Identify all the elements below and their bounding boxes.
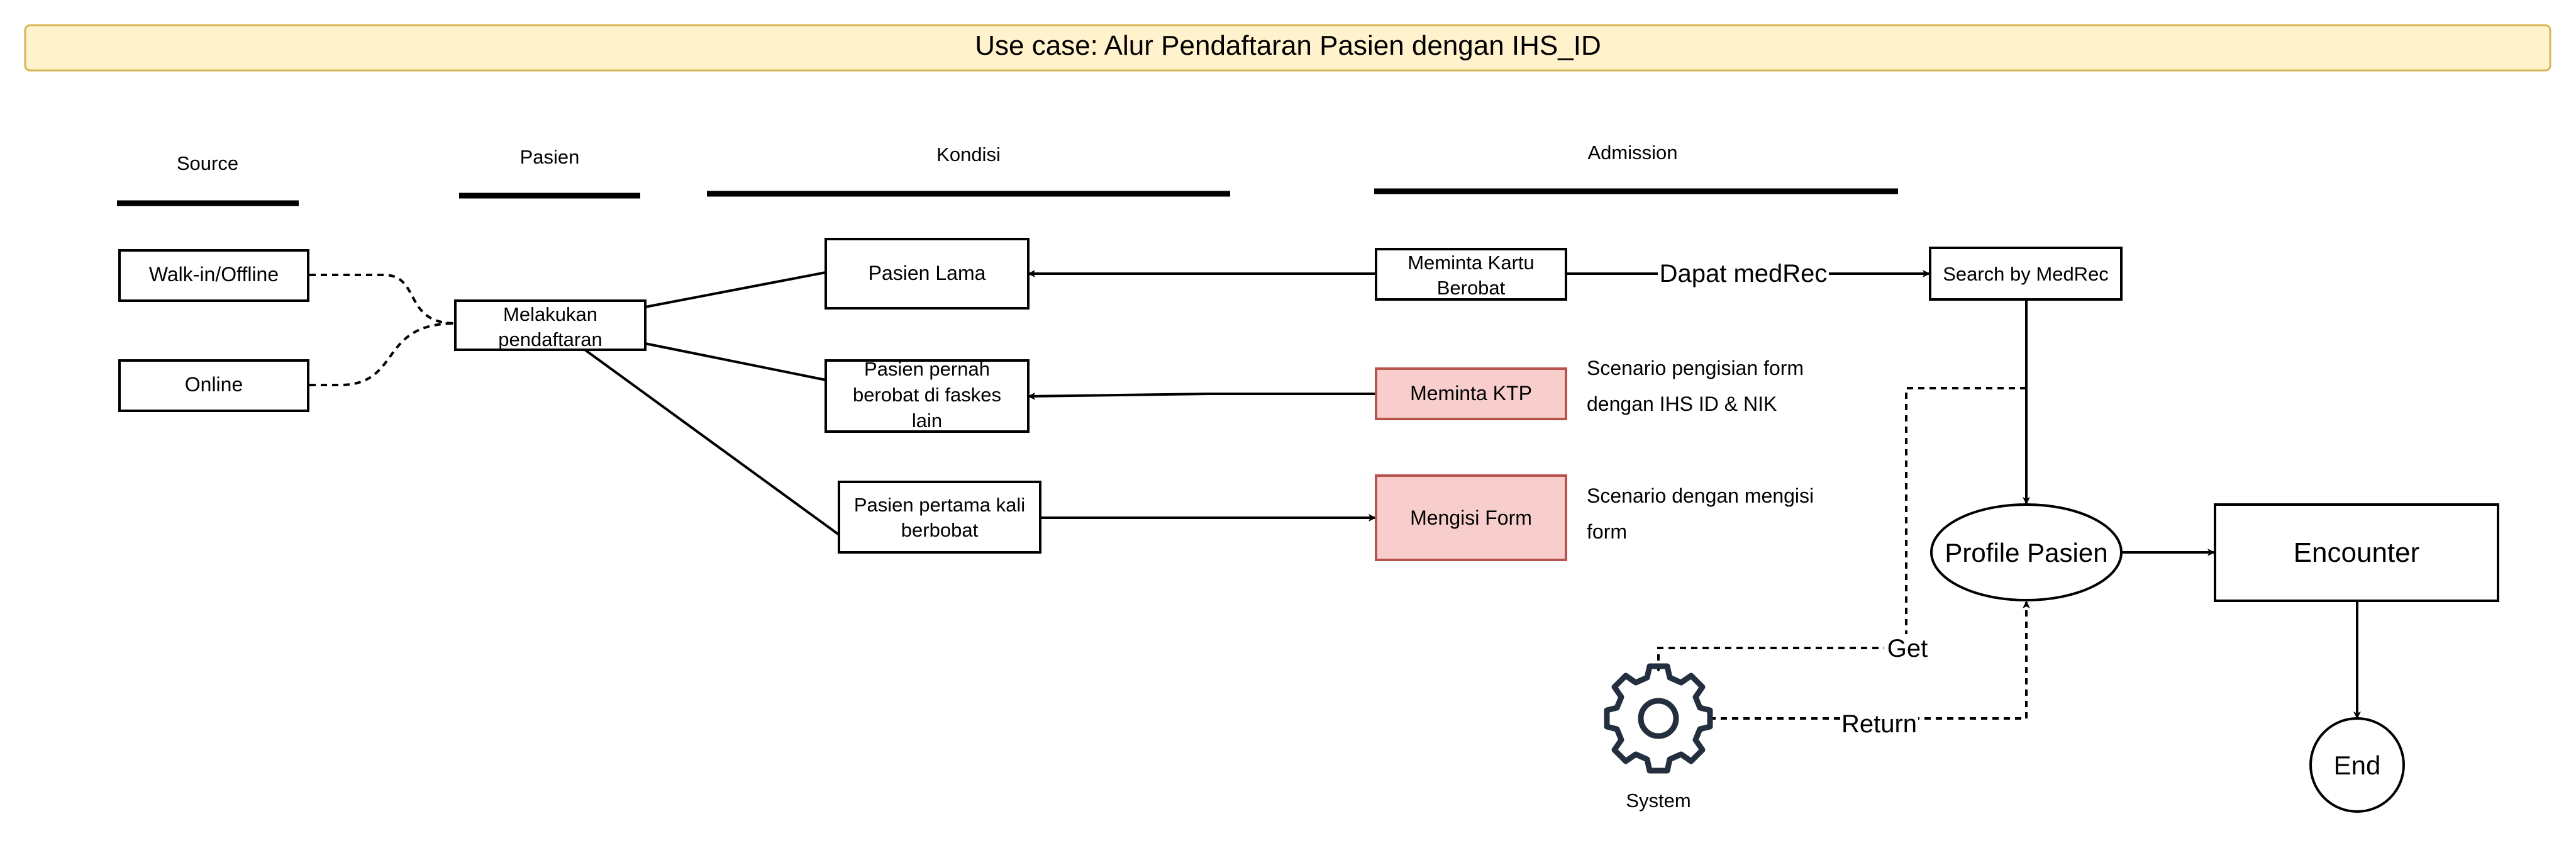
node-meminta-ktp: Meminta KTP xyxy=(1375,367,1567,420)
node-meminta-kartu-line1: Meminta Kartu xyxy=(1407,252,1535,274)
node-pasien-pertama-line1: Pasien pertama kali xyxy=(854,494,1025,516)
edge-label-return: Return xyxy=(1841,710,1917,738)
node-profile-pasien: Profile Pasien xyxy=(1930,503,2123,601)
node-profile-pasien-label: Profile Pasien xyxy=(1945,538,2107,567)
edge-label-get: Get xyxy=(1887,635,1928,662)
node-search-medrec: Search by MedRec xyxy=(1929,247,2123,301)
edge-label-bg-dapat xyxy=(1658,258,1829,287)
node-encounter: Encounter xyxy=(2214,503,2499,602)
node-pasien-pernah-line2: berobat di faskes xyxy=(853,384,1001,406)
edge-ktp-to-pasien-pernah xyxy=(1028,392,1376,400)
node-online: Online xyxy=(118,359,309,412)
node-online-label: Online xyxy=(185,373,243,396)
node-melakukan-line1: Melakukan xyxy=(503,303,597,325)
edge-pendaftaran-to-pasien-pernah xyxy=(645,342,826,381)
node-meminta-kartu: Meminta Kartu Berobat xyxy=(1375,248,1567,301)
edge-online-to-pendaftaran xyxy=(309,322,456,386)
lane-source-label: Source xyxy=(177,152,238,174)
edge-pendaftaran-to-pasien-pertama xyxy=(584,349,840,536)
title-banner: Use case: Alur Pendaftaran Pasien dengan… xyxy=(24,24,2551,72)
edge-pendaftaran-to-pasien-lama xyxy=(645,271,826,308)
note-scenario-ihs: Scenario pengisian form dengan IHS ID & … xyxy=(1587,357,1804,415)
node-pasien-pertama-line2: berbobat xyxy=(901,519,979,541)
edge-label-dapat-medrec: Dapat medRec xyxy=(1660,260,1828,288)
node-walkin: Walk-in/Offline xyxy=(118,249,309,302)
edge-return-dashed xyxy=(1709,601,2030,720)
edge-label-bg-get xyxy=(1884,634,1931,662)
note-scenario-ihs-line2: dengan IHS ID & NIK xyxy=(1587,393,1777,415)
node-pasien-pernah: Pasien pernah berobat di faskes lain xyxy=(824,358,1030,433)
edge-walkin-to-pendaftaran xyxy=(309,274,456,325)
node-mengisi-form: Mengisi Form xyxy=(1375,474,1567,561)
lane-admission-label: Admission xyxy=(1588,142,1678,164)
node-encounter-label: Encounter xyxy=(2294,537,2420,568)
node-pasien-pernah-line3: lain xyxy=(912,410,942,432)
node-melakukan-line2: pendaftaran xyxy=(498,328,602,350)
lane-kondisi-label: Kondisi xyxy=(936,143,1001,165)
system-gear-icon xyxy=(1604,663,1713,774)
note-scenario-form-line1: Scenario dengan mengisi xyxy=(1587,484,1814,507)
node-pasien-lama-label: Pasien Lama xyxy=(869,262,986,284)
node-walkin-label: Walk-in/Offline xyxy=(149,263,279,286)
node-pasien-pertama: Pasien pertama kali berbobat xyxy=(838,481,1041,554)
node-pasien-pernah-line1: Pasien pernah xyxy=(864,358,990,380)
edge-label-bg-return xyxy=(1840,707,1918,735)
note-scenario-form-line2: form xyxy=(1587,520,1627,543)
note-scenario-form: Scenario dengan mengisi form xyxy=(1587,484,1814,543)
node-meminta-kartu-line2: Berobat xyxy=(1437,277,1506,299)
node-end-label: End xyxy=(2334,751,2381,780)
note-scenario-ihs-line1: Scenario pengisian form xyxy=(1587,357,1804,379)
diagram-title: Use case: Alur Pendaftaran Pasien dengan… xyxy=(975,30,1601,61)
node-pasien-lama: Pasien Lama xyxy=(824,238,1030,310)
node-search-medrec-label: Search by MedRec xyxy=(1943,263,2109,285)
node-end: End xyxy=(2309,717,2405,813)
node-meminta-ktp-label: Meminta KTP xyxy=(1410,382,1532,405)
node-mengisi-form-label: Mengisi Form xyxy=(1410,506,1532,529)
lane-pasien-label: Pasien xyxy=(520,146,580,168)
system-label: System xyxy=(1626,790,1690,812)
node-melakukan-pendaftaran: Melakukan pendaftaran xyxy=(454,299,647,351)
